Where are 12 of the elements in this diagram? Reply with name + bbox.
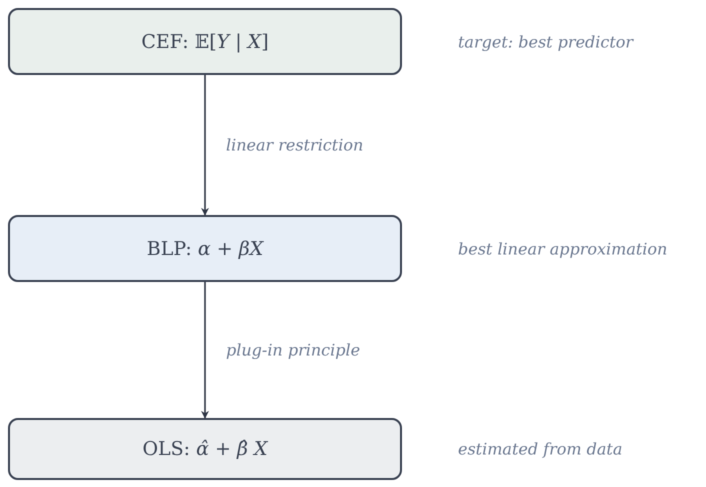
side-note: best linear approximation [458,239,668,258]
box-label: BLP: α + βX [146,238,264,260]
side-note: target: best predictor [458,32,634,51]
arrow [201,282,209,419]
edge-label: plug-in principle [226,340,360,360]
box-label: OLS: α̂ + β̂ X [142,438,268,460]
box-label: CEF: 𝔼[Y | X] [141,30,269,52]
process-box [8,418,402,480]
process-box [8,8,402,75]
process-box [8,215,402,282]
arrow [201,75,209,216]
side-note: estimated from data [458,440,622,458]
